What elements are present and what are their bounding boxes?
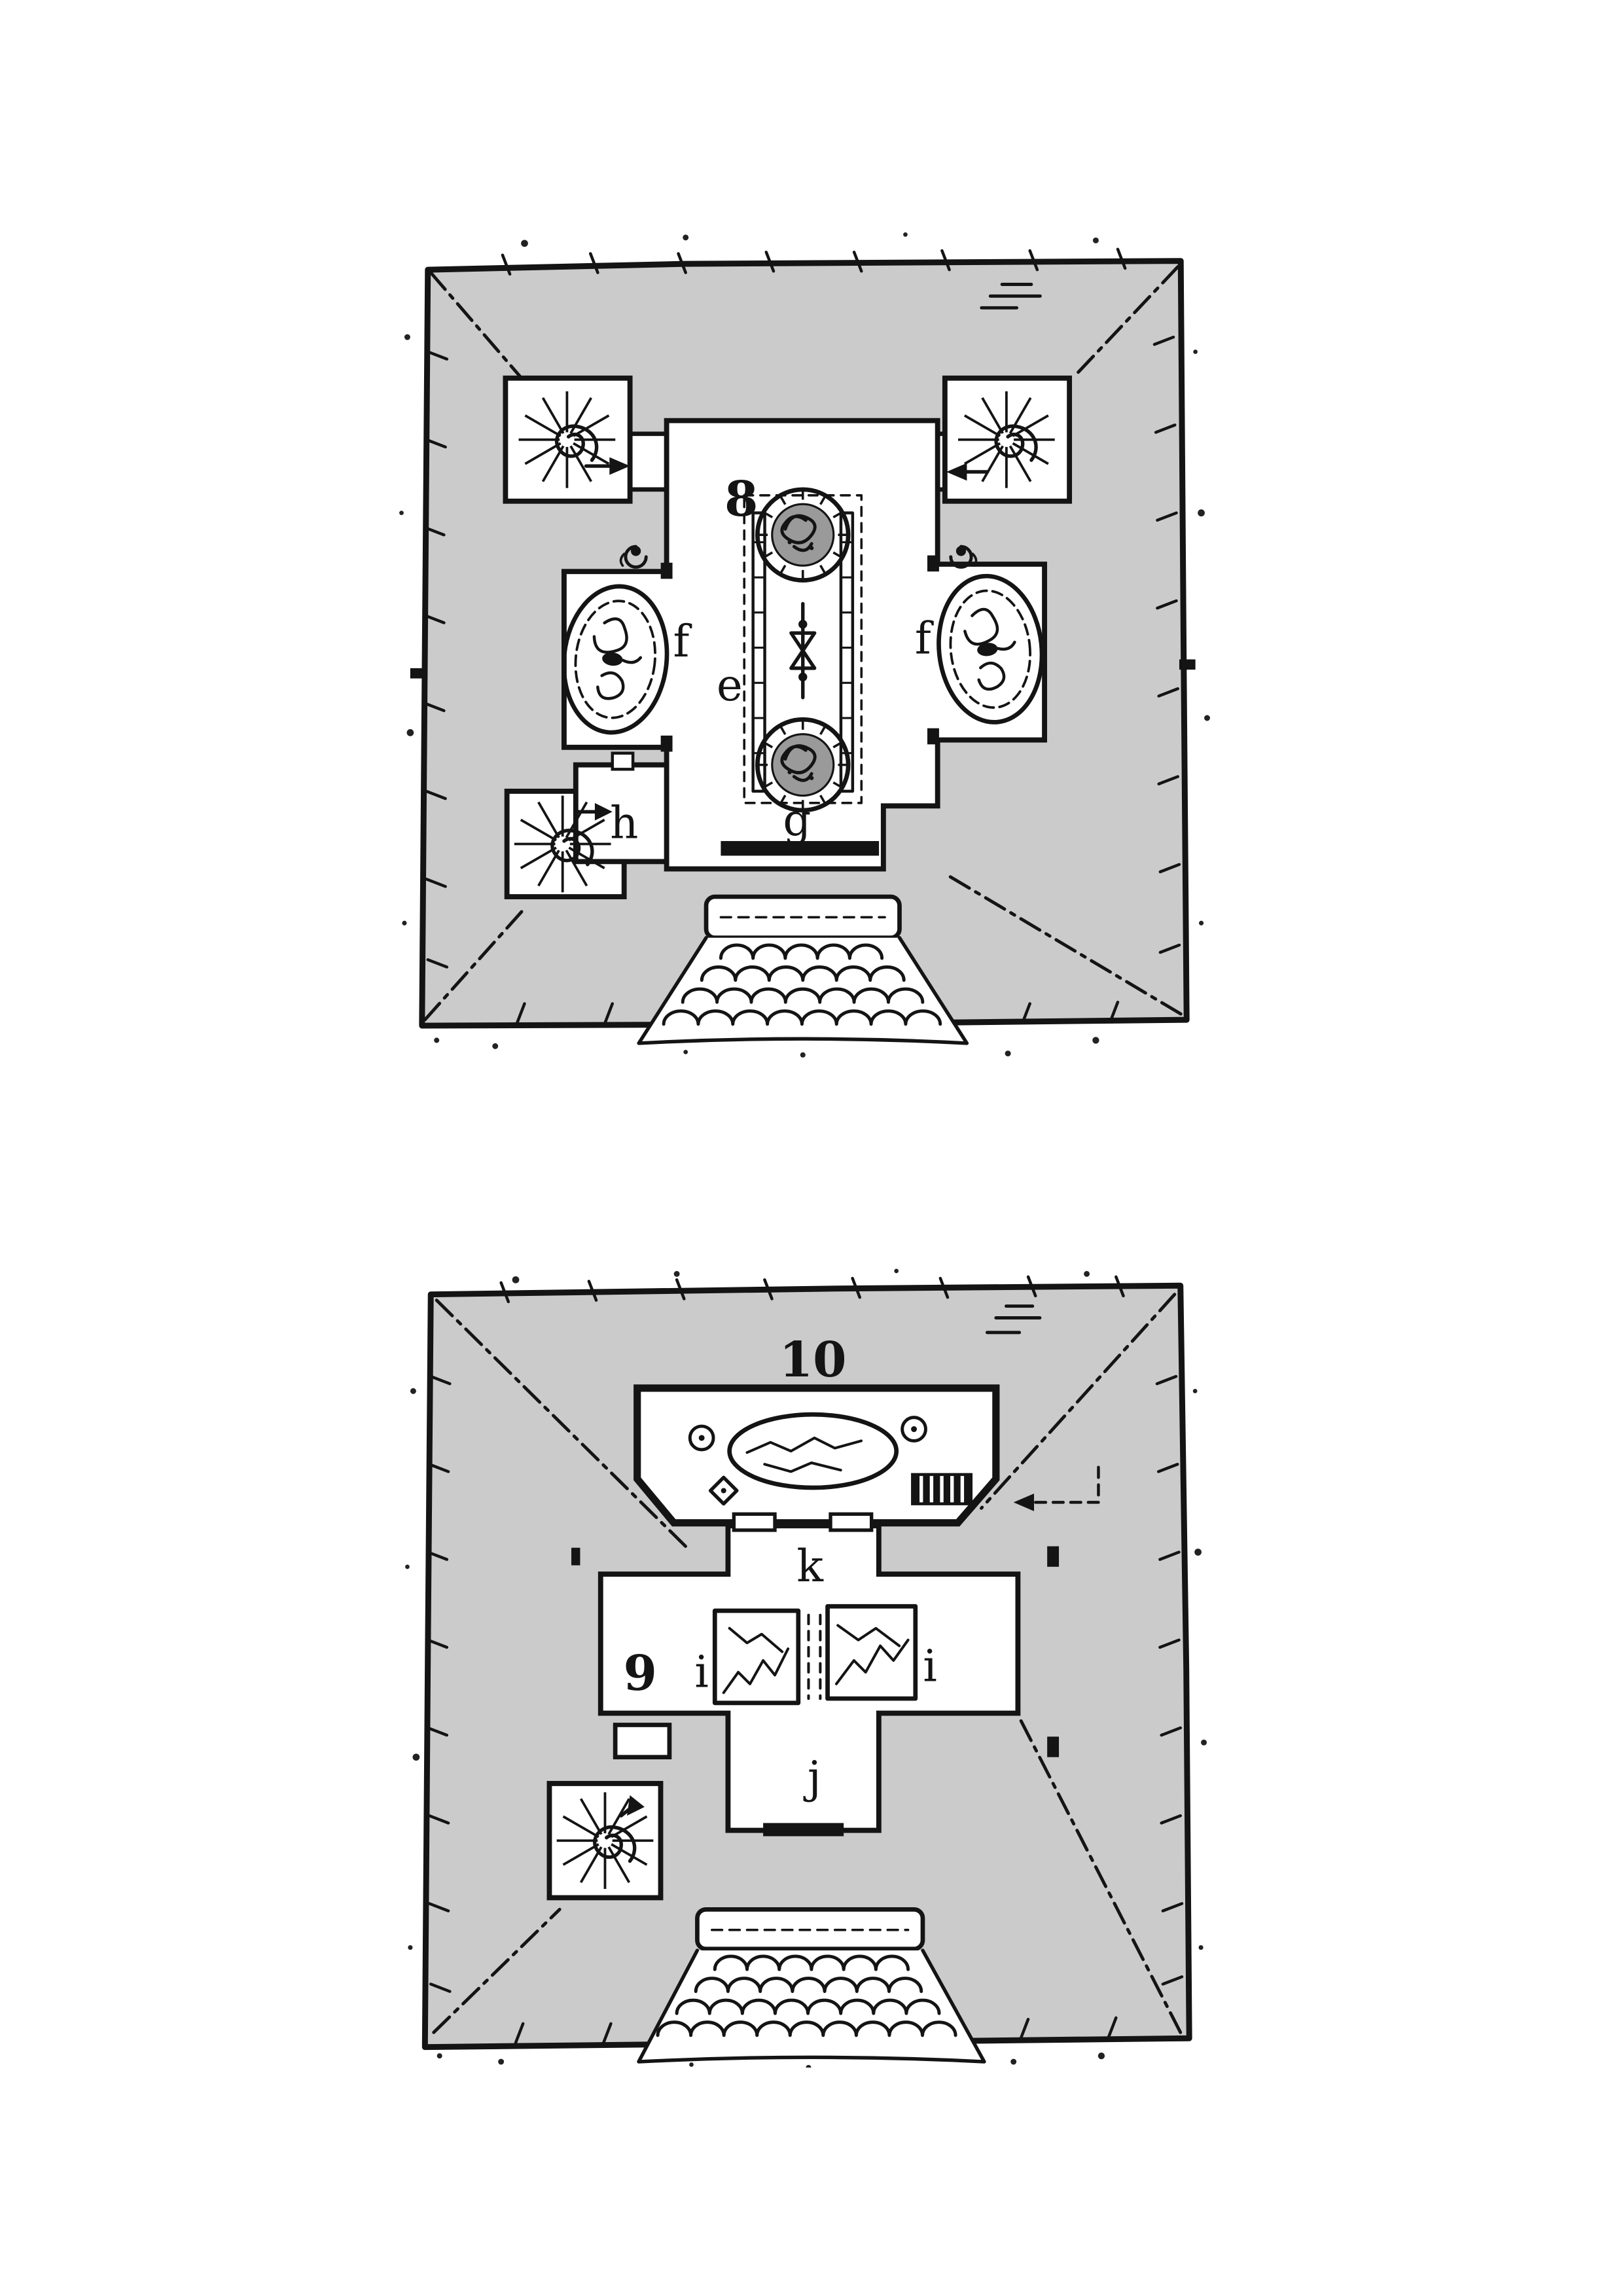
border-tick-marks: [423, 247, 1181, 1024]
upper-floorplan-map: 8 e f f g h: [393, 220, 1216, 1062]
entrance-steps: [637, 1907, 986, 2064]
room-label-g: g: [783, 795, 811, 846]
stair-icon: [911, 1473, 973, 1505]
stipple-dots: [405, 1268, 1207, 2068]
entrance-steps: [637, 894, 969, 1045]
statue-icon: [789, 601, 817, 700]
lower-floorplan-svg: 10 9 i i k j: [405, 1268, 1207, 2068]
room-label-i-left: i: [694, 1646, 708, 1697]
stair-arrow-top-right: [946, 463, 990, 481]
upper-floorplan-svg: 8 e f f g h: [399, 232, 1210, 1058]
south-doorway-bar: [763, 1823, 844, 1837]
cross-hall-room-9: [597, 1523, 1021, 1833]
roof-ridge-lines: [432, 1293, 1183, 2034]
floor-panel-left: [712, 1608, 801, 1706]
floor-10-label: 10: [779, 1332, 847, 1388]
south-doorway-bar: [721, 841, 880, 856]
closet-room: [613, 1723, 672, 1760]
ripple-marks: [980, 283, 1042, 310]
stair-arrow-top-left: [584, 457, 630, 475]
stipple-dots: [399, 232, 1210, 1058]
ripple-marks: [985, 1304, 1042, 1335]
room-label-e: e: [717, 660, 743, 711]
stair-arrow-bottom-left: [575, 802, 613, 821]
floor-9-label: 9: [623, 1645, 656, 1702]
room-label-h: h: [610, 798, 638, 849]
lower-floorplan-map: 10 9 i i k j: [399, 1259, 1213, 2068]
wall-hatch-marks: [410, 659, 1196, 679]
border-tick-marks: [426, 1275, 1184, 2045]
room-label-i-right: i: [923, 1640, 936, 1691]
floor-8-label: 8: [724, 471, 758, 528]
floor-panel-right: [825, 1604, 918, 1701]
chest-icon: [611, 751, 635, 771]
oval-table: [727, 1412, 899, 1490]
room-label-f-right: f: [915, 613, 934, 664]
doorway-right: [829, 1512, 874, 1532]
wall-hatch-marks: [571, 1546, 1060, 1757]
door-jambs: [660, 555, 939, 752]
room-label-k: k: [796, 1541, 824, 1592]
doorway-left: [732, 1512, 777, 1532]
panel-gap-lines: [807, 1613, 822, 1700]
room-label-f-left: f: [673, 616, 692, 667]
floor-markers: [688, 1416, 927, 1506]
stair-arrow: [619, 1795, 645, 1818]
